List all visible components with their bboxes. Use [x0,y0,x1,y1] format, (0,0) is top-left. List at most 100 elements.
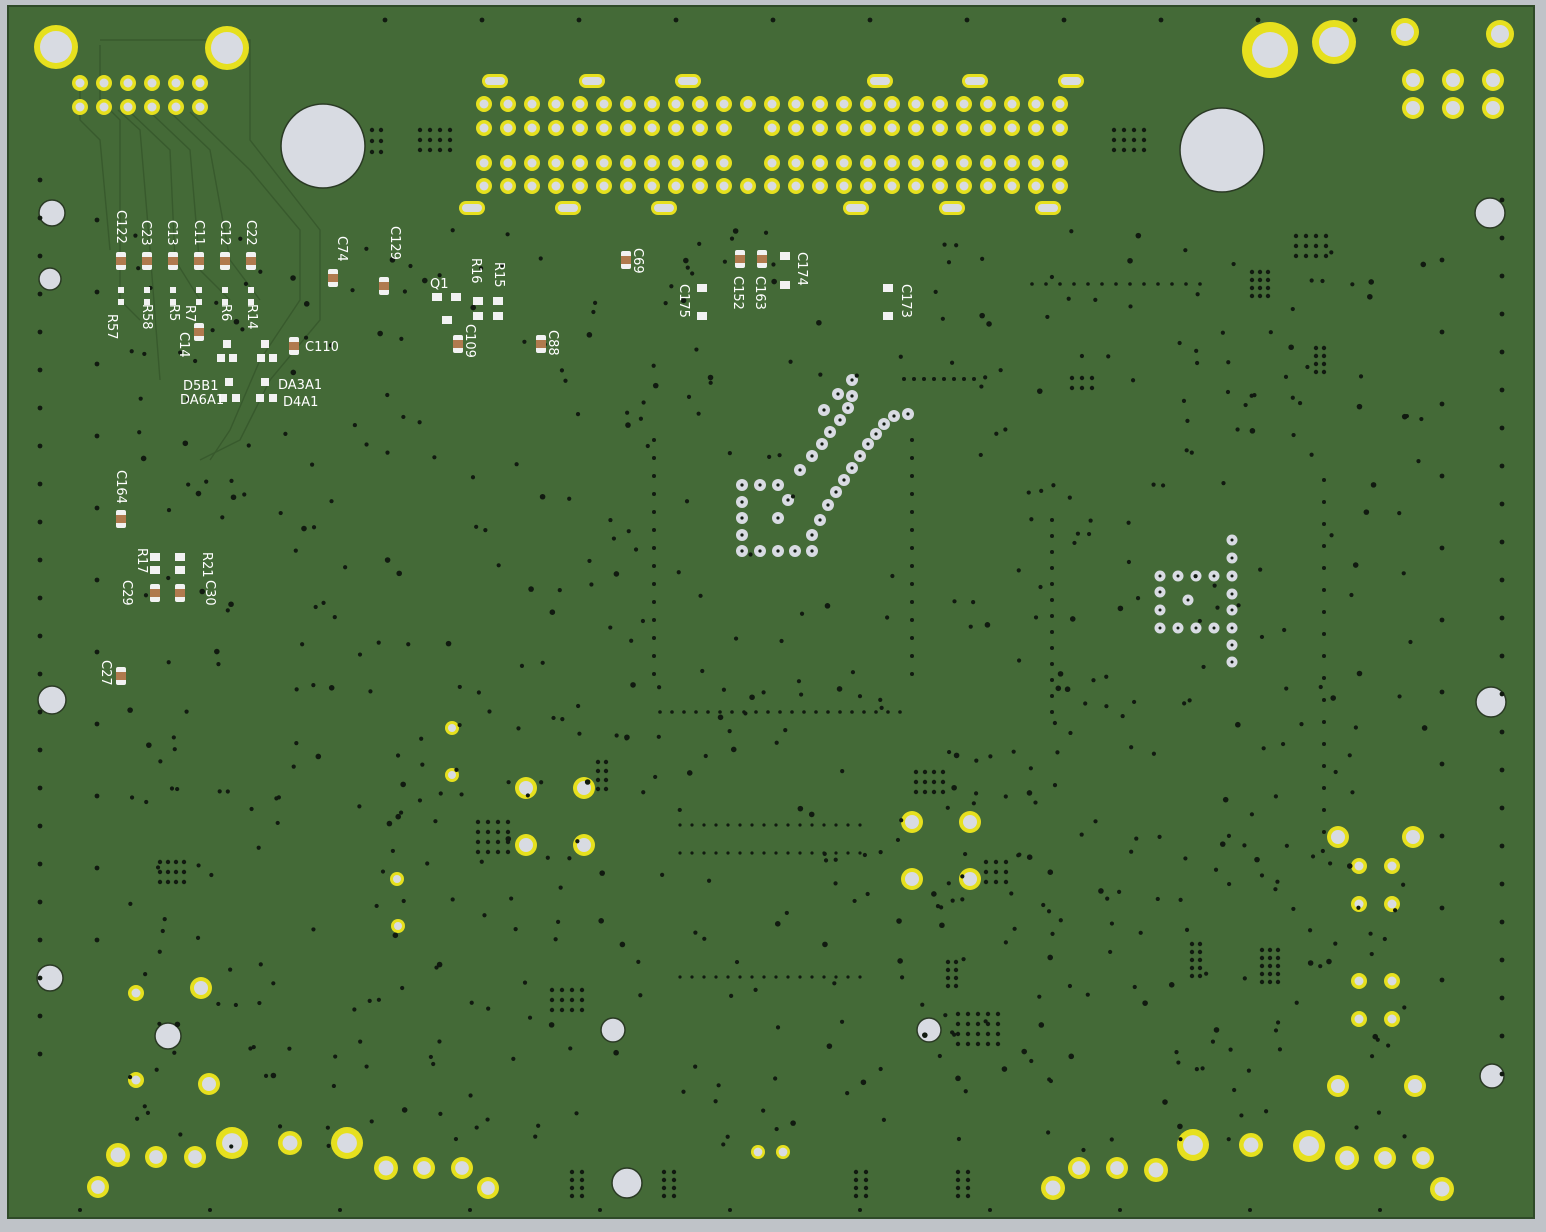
via [485,829,491,835]
via [995,1011,1001,1017]
via [798,975,802,979]
via [563,378,568,383]
via [1275,1020,1281,1025]
via [470,304,477,311]
via [978,452,983,458]
via [1293,233,1299,239]
via [1226,833,1232,838]
via [1072,282,1076,286]
via [37,595,43,601]
pad-drill [527,123,537,133]
via [964,17,970,23]
via [1397,511,1402,516]
pad-drill [1446,101,1460,115]
via [1064,686,1071,693]
via [1439,545,1445,551]
via [1117,605,1124,612]
via [853,1177,859,1183]
via [1128,304,1133,309]
via [417,798,423,803]
pad-drill [1007,158,1017,168]
via [754,710,758,714]
via [129,795,135,800]
via [559,987,565,993]
via [309,462,315,467]
via [839,1019,845,1024]
via [775,1025,781,1030]
via [338,1208,342,1212]
via [910,654,914,658]
via [459,792,464,797]
pad-drill [623,158,633,168]
pad-drill [575,158,585,168]
via [931,891,937,897]
via [1168,982,1175,988]
label-c14: C14 [176,332,191,358]
via [1401,882,1406,887]
via [172,1050,177,1055]
via [1321,361,1327,367]
via [613,1049,619,1056]
via [208,1208,212,1212]
via [1267,971,1273,977]
via [1121,127,1127,133]
via [652,382,659,389]
via [78,1208,82,1212]
via [1047,869,1054,876]
via [522,980,528,985]
via [37,557,43,563]
via [1439,473,1445,479]
via [37,823,43,829]
via [1079,375,1085,381]
via [1033,615,1039,620]
via [955,1011,961,1017]
via [910,600,914,604]
pad-drill [599,158,609,168]
via [142,1104,147,1109]
oval-drill [462,204,482,212]
via [421,277,428,284]
via [608,517,613,523]
pad-drill [417,1161,431,1175]
via [1050,566,1054,570]
via [399,336,404,341]
label-c152: C152 [730,276,745,310]
via [1267,979,1273,985]
pad-drill [503,158,513,168]
via [1352,17,1358,23]
smd-components [116,250,893,685]
mounting-hole [280,103,366,189]
via [549,1007,555,1013]
pad-drill [1354,1014,1364,1024]
via [1401,571,1406,576]
via [586,332,593,338]
smd-pad [118,287,124,293]
pad-drill [695,158,705,168]
via [37,937,43,943]
via [702,936,707,941]
pad-drill [767,99,777,109]
pad-drill [1007,123,1017,133]
via [408,263,413,269]
via [278,510,283,516]
capacitor-body [150,589,160,597]
via [1157,834,1162,839]
oval-drill [582,77,602,85]
via [1259,873,1265,878]
via [980,256,985,261]
via [457,684,462,690]
via [1151,751,1157,756]
via [577,731,582,736]
via [303,335,309,340]
via [910,510,914,514]
smd-pad [144,299,150,305]
via [1439,833,1445,839]
via [538,256,543,261]
via [931,789,937,795]
via [1267,955,1273,961]
via [229,1144,234,1149]
via [1186,598,1190,602]
via [798,851,802,855]
via [834,851,838,855]
via [401,414,406,420]
